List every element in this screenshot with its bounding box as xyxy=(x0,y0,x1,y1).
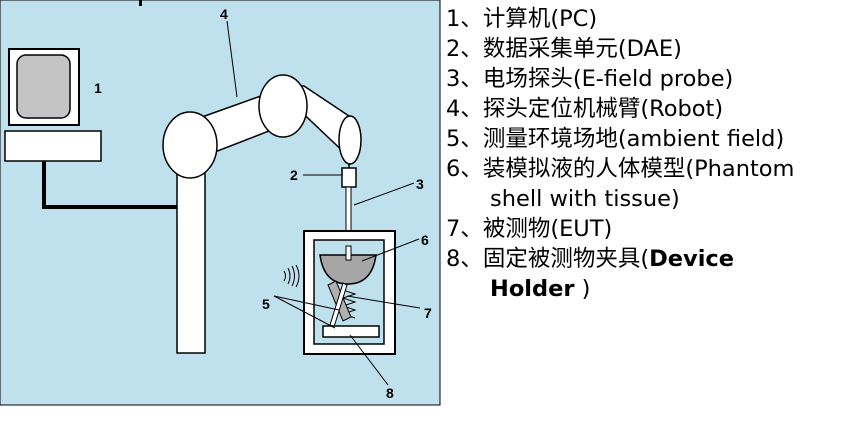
robot-wrist-joint xyxy=(338,115,362,165)
callout-6: 6 xyxy=(421,232,429,248)
legend-item-phantom-line1: 6、装模拟液的人体模型(Phantom xyxy=(446,156,795,182)
dae-unit xyxy=(341,167,357,188)
test-enclosure xyxy=(303,230,396,355)
legend-item-dae: 2、数据采集单元(DAE) xyxy=(446,36,682,62)
callout-5: 5 xyxy=(262,296,270,312)
legend-item-holder-bold1: Device xyxy=(649,246,735,272)
callout-8: 8 xyxy=(386,385,394,401)
legend-item-pc: 1、计算机(PC) xyxy=(446,6,598,32)
legend-item-holder-bold2: Holder xyxy=(490,276,575,302)
component-legend: 1、计算机(PC) 2、数据采集单元(DAE) 3、电场探头(E-field p… xyxy=(446,4,866,304)
legend-item-robot: 4、探头定位机械臂(Robot) xyxy=(446,96,724,122)
legend-item-eut: 7、被测物(EUT) xyxy=(446,216,613,242)
pc-cable xyxy=(42,161,177,209)
robot-shoulder-joint xyxy=(162,111,218,179)
ambient-field-waves xyxy=(283,264,300,288)
robot-elbow-joint xyxy=(258,74,308,138)
phantom-bowl xyxy=(319,254,377,285)
legend-item-ambient-field: 5、测量环境场地(ambient field) xyxy=(446,126,785,152)
callout-1: 1 xyxy=(94,80,102,96)
callout-2: 2 xyxy=(290,167,298,183)
legend-item-device-holder: 8、固定被测物夹具(Device Holder ) xyxy=(446,244,866,304)
legend-item-phantom: 6、装模拟液的人体模型(Phantom shell with tissue) xyxy=(446,154,866,214)
probe-tip xyxy=(345,245,352,261)
legend-item-holder-line2: Holder ) xyxy=(446,274,866,304)
legend-item-probe: 3、电场探头(E-field probe) xyxy=(446,66,734,92)
leader-lines xyxy=(226,20,421,386)
computer-base xyxy=(4,130,102,162)
callout-7: 7 xyxy=(424,305,432,321)
legend-item-phantom-line2: shell with tissue) xyxy=(490,186,680,212)
top-marker xyxy=(139,0,142,6)
device-holder xyxy=(322,325,380,338)
monitor-screen xyxy=(16,54,71,119)
legend-item-holder-tail: ) xyxy=(574,276,591,302)
test-system-diagram: 1 2 3 4 5 6 7 8 xyxy=(0,0,441,406)
legend-item-holder-line1: 8、固定被测物夹具( xyxy=(446,246,650,272)
callout-4: 4 xyxy=(220,6,228,22)
callout-3: 3 xyxy=(416,176,424,192)
computer xyxy=(4,48,102,162)
